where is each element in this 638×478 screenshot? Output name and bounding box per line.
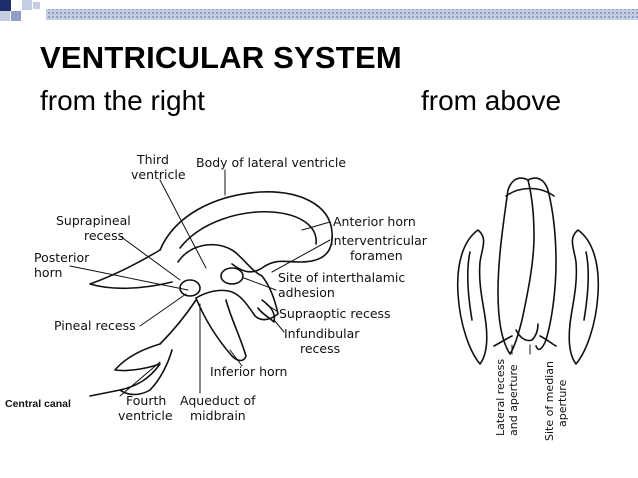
label-median-aperture: Site of median aperture xyxy=(543,361,569,441)
label-interventricular-line2: foramen xyxy=(350,248,403,263)
label-interthalamic-line1: Site of interthalamic xyxy=(278,270,406,285)
label-infundibular-line2: recess xyxy=(300,341,341,356)
label-interventricular-foramen: Interventricular foramen xyxy=(330,233,427,263)
leader-lines xyxy=(69,169,331,397)
label-third-ventricle-line1: Third xyxy=(137,152,169,167)
label-interventricular-line1: Interventricular xyxy=(330,233,427,248)
label-interthalamic-adhesion: Site of interthalamic adhesion xyxy=(278,270,405,300)
subtitle-right-view: from the right xyxy=(40,85,205,116)
label-inferior-horn: Inferior horn xyxy=(210,364,288,379)
label-infundibular-recess: Infundibular recess xyxy=(284,326,359,356)
posterior-horn-outline xyxy=(89,249,173,290)
label-suprapineal-line2: recess xyxy=(84,228,125,243)
label-aqueduct-midbrain: Aqueduct of midbrain xyxy=(180,393,256,423)
label-fourth-ventricle: Fourth ventricle xyxy=(118,393,173,423)
label-median-aperture-line1: Site of median xyxy=(543,361,556,441)
label-suprapineal-line1: Suprapineal xyxy=(56,213,131,228)
label-lateral-recess-line2: and aperture xyxy=(507,364,520,436)
label-aqueduct-line1: Aqueduct of xyxy=(180,393,256,408)
lateral-ventricle-outline xyxy=(159,191,333,273)
label-central-canal: Central canal xyxy=(5,398,71,410)
central-canal-line xyxy=(89,389,121,397)
label-posterior-horn-line2: horn xyxy=(34,265,63,280)
label-anterior-horn: Anterior horn xyxy=(333,214,416,229)
corner-decoration xyxy=(0,0,638,21)
fourth-ventricle-outline xyxy=(114,343,173,396)
label-fourth-ventricle-line1: Fourth xyxy=(126,393,167,408)
label-posterior-horn-line1: Posterior xyxy=(34,250,90,265)
aqueduct-outline xyxy=(159,299,197,345)
pineal-recess xyxy=(179,279,201,297)
label-body-lateral-ventricle: Body of lateral ventricle xyxy=(196,155,347,170)
label-pineal-recess: Pineal recess xyxy=(54,318,136,333)
label-median-aperture-line2: aperture xyxy=(556,379,569,427)
label-fourth-ventricle-line2: ventricle xyxy=(118,408,173,423)
superior-view-outline xyxy=(456,177,600,365)
label-supraoptic-recess: Supraoptic recess xyxy=(279,306,391,321)
inferior-horn-outline xyxy=(195,297,247,362)
label-posterior-horn: Posterior horn xyxy=(34,250,89,280)
interthalamic-adhesion xyxy=(220,267,244,285)
third-ventricle-outline xyxy=(177,243,279,321)
label-interthalamic-line2: adhesion xyxy=(278,285,335,300)
label-suprapineal-recess: Suprapineal recess xyxy=(56,213,131,243)
label-lateral-recess-line1: Lateral recess xyxy=(494,358,507,436)
label-lateral-recess-aperture: Lateral recess and aperture xyxy=(494,359,520,436)
label-infundibular-line1: Infundibular xyxy=(284,326,360,341)
slide-title: VENTRICULAR SYSTEM xyxy=(40,40,402,75)
label-third-ventricle: Third ventricle xyxy=(131,152,186,182)
label-aqueduct-line2: midbrain xyxy=(190,408,246,423)
label-third-ventricle-line2: ventricle xyxy=(131,167,186,182)
anterior-horn-inner xyxy=(179,211,317,249)
subtitle-above-view: from above xyxy=(421,85,562,116)
